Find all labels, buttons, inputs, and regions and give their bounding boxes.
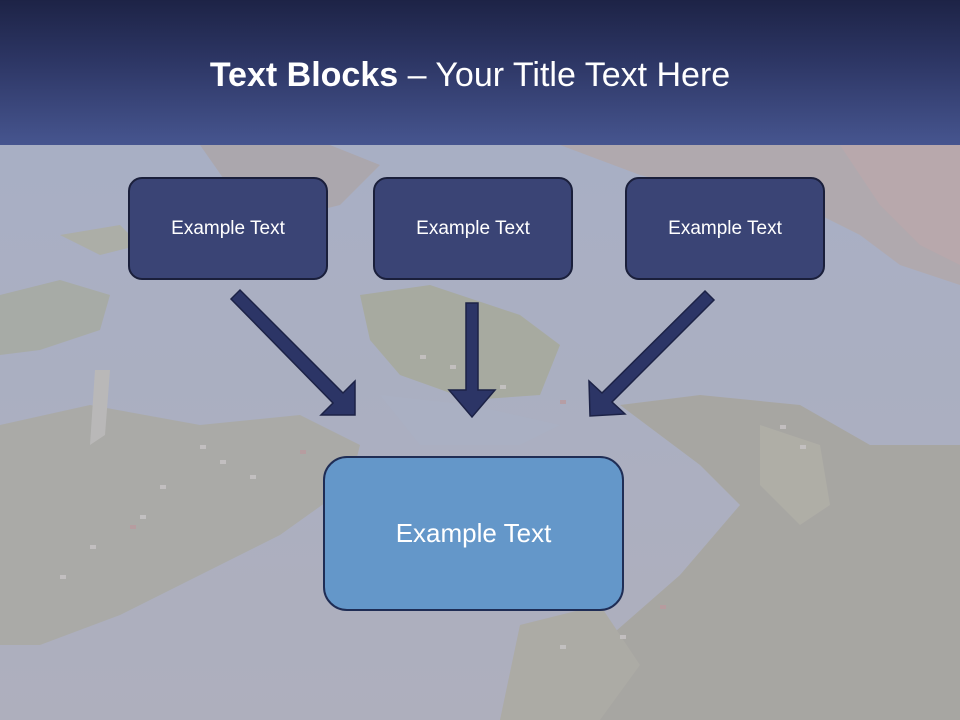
slide-title: Text Blocks – Your Title Text Here bbox=[0, 52, 940, 98]
title-separator: – bbox=[407, 56, 427, 94]
text-block-2-label: Example Text bbox=[416, 217, 530, 239]
result-text-block: Example Text bbox=[323, 456, 624, 611]
text-block-1: Example Text bbox=[128, 177, 328, 280]
title-rest-text: Your Title Text Here bbox=[435, 56, 731, 94]
text-block-3: Example Text bbox=[625, 177, 825, 280]
title-bold-text: Text Blocks bbox=[209, 56, 399, 94]
result-text-block-label: Example Text bbox=[395, 518, 552, 548]
text-block-2: Example Text bbox=[373, 177, 573, 280]
text-block-1-label: Example Text bbox=[171, 217, 285, 239]
text-block-3-label: Example Text bbox=[668, 217, 782, 239]
title-bar: Text Blocks – Your Title Text Here bbox=[0, 0, 960, 145]
